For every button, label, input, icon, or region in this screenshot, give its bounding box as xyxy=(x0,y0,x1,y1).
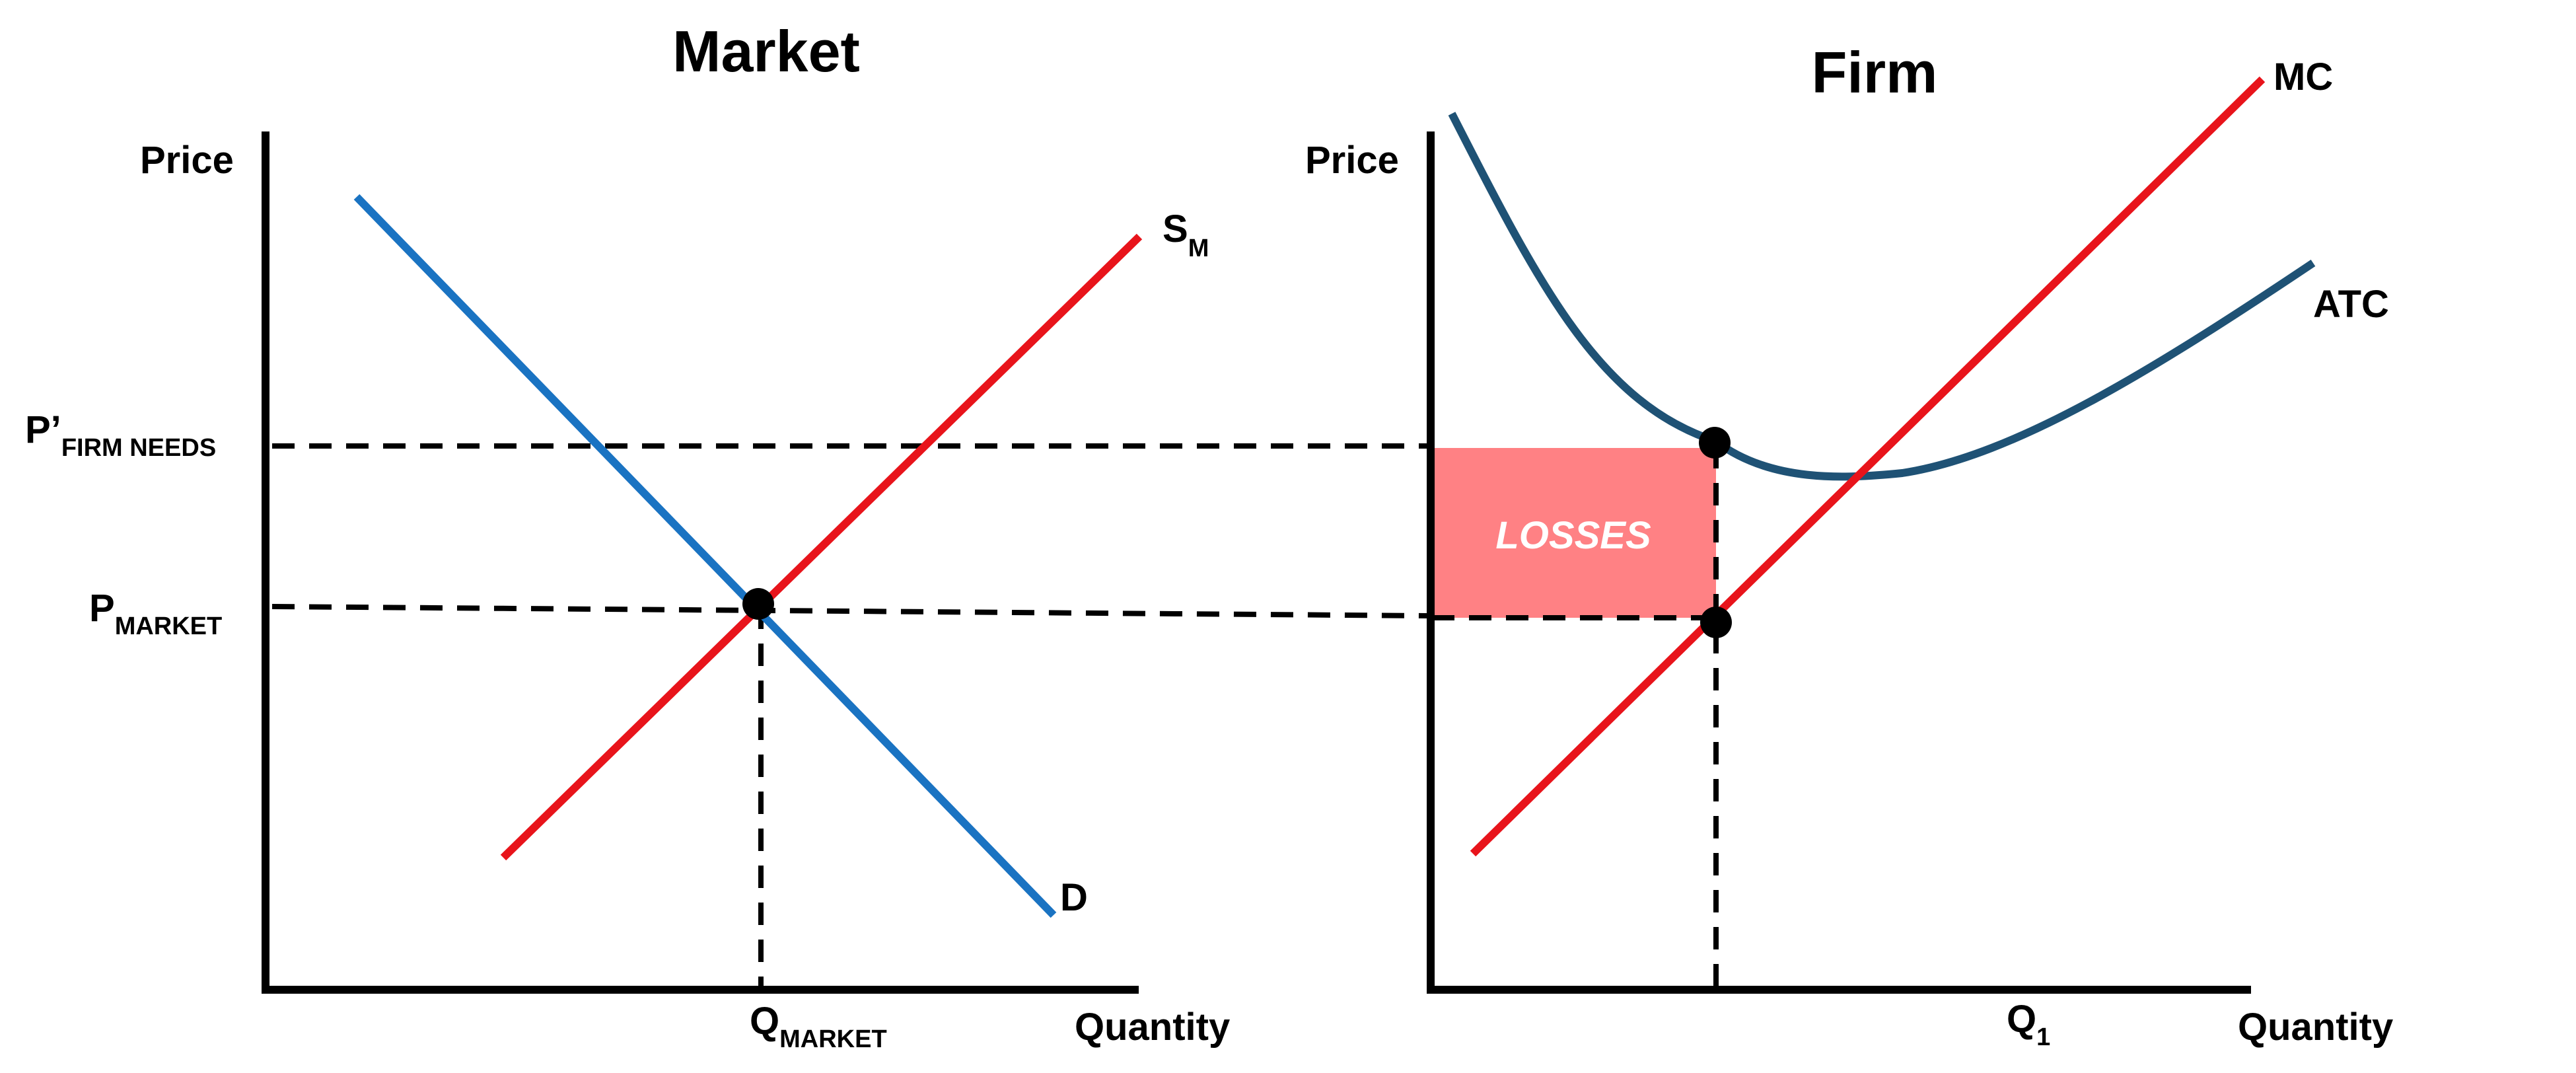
market-quantity-main: Q xyxy=(750,1000,779,1043)
market-axes xyxy=(262,131,1139,994)
mc-label: MC xyxy=(2273,56,2333,98)
market-x-axis-label: Quantity xyxy=(1075,1006,1230,1049)
demand-label: D xyxy=(1060,876,1088,919)
price-firm-needs-sub: FIRM NEEDS xyxy=(61,434,216,462)
losses-area xyxy=(1432,448,1716,618)
market-price-sub: MARKET xyxy=(115,612,223,640)
atc-curve xyxy=(1448,112,2316,481)
market-y-axis-label: Price xyxy=(140,139,234,182)
atc-at-q1-point xyxy=(1699,427,1731,459)
firm-axes xyxy=(1427,131,2251,994)
market-title: Market xyxy=(672,18,860,84)
market-equilibrium-point xyxy=(742,588,774,620)
q1-sub: 1 xyxy=(2036,1023,2050,1051)
demand-curve xyxy=(353,194,1057,918)
losses-label: LOSSES xyxy=(1495,514,1651,557)
price-firm-needs-main: P’ xyxy=(25,408,61,451)
supply-curve xyxy=(500,233,1143,861)
supply-label-main: S xyxy=(1163,207,1188,250)
market-price-label: PMARKET xyxy=(89,587,222,640)
market-price-main: P xyxy=(89,587,115,630)
firm-y-axis-label: Price xyxy=(1305,139,1399,182)
mc-curve xyxy=(1470,76,2266,857)
q1-label: Q1 xyxy=(2007,998,2050,1051)
price-firm-needs-label: P’FIRM NEEDS xyxy=(25,408,216,462)
q1-main: Q xyxy=(2007,998,2036,1041)
supply-label: SM xyxy=(1163,207,1209,262)
market-quantity-label: QMARKET xyxy=(750,1000,887,1053)
market-quantity-sub: MARKET xyxy=(779,1025,887,1053)
supply-label-sub: M xyxy=(1188,235,1209,262)
mc-at-q1-point xyxy=(1700,607,1732,638)
atc-label: ATC xyxy=(2313,283,2389,326)
firm-x-axis-label: Quantity xyxy=(2238,1006,2393,1049)
p-market-guide xyxy=(271,604,1427,618)
firm-title: Firm xyxy=(1812,40,1938,105)
